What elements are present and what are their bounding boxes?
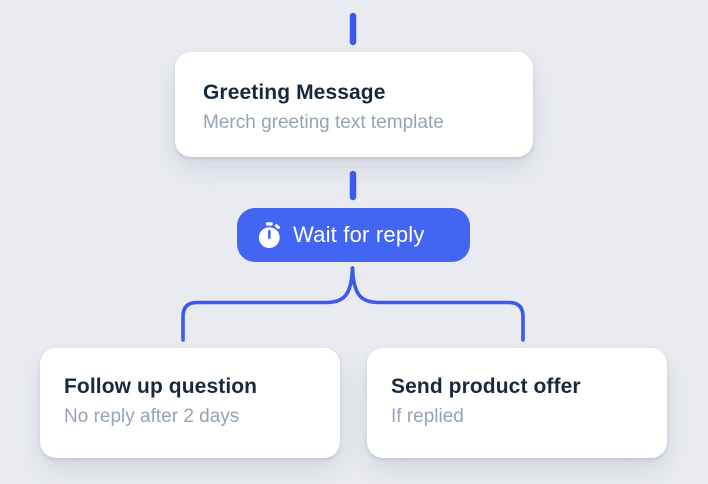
wait-for-reply-label: Wait for reply [293, 222, 425, 247]
node-follow-up-question[interactable]: Follow up question No reply after 2 days [40, 348, 340, 458]
node-subtitle: Merch greeting text template [203, 112, 444, 133]
node-subtitle: If replied [391, 406, 464, 427]
branch-split-connector-right [350, 266, 525, 342]
wait-for-reply-button[interactable]: Wait for reply [237, 208, 470, 262]
node-greeting-message[interactable]: Greeting Message Merch greeting text tem… [175, 52, 533, 157]
node-title: Greeting Message [203, 81, 386, 104]
node-title: Follow up question [64, 375, 258, 398]
stopwatch-icon [258, 221, 280, 248]
node-send-product-offer[interactable]: Send product offer If replied [367, 348, 667, 458]
node-title: Send product offer [391, 375, 581, 398]
branch-split-connector-left [181, 266, 355, 342]
node-subtitle: No reply after 2 days [64, 406, 240, 427]
